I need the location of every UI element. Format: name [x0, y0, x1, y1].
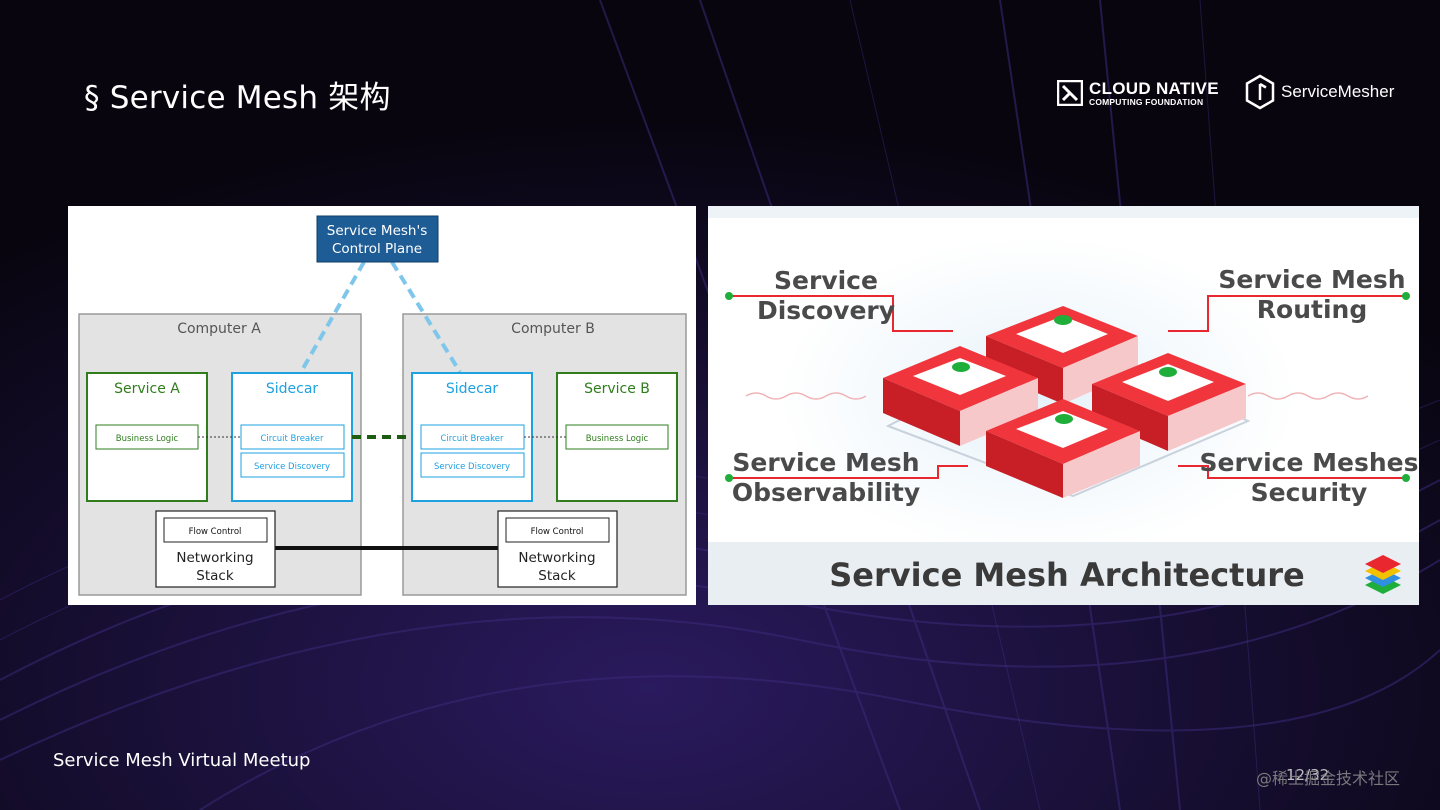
control-plane-line2: Control Plane: [332, 241, 422, 257]
service-discovery-b-box: [420, 452, 525, 478]
service-mesh-architecture-illustration: Service Discovery Service Mesh Routing S…: [708, 206, 1419, 605]
observability-line2: Observability: [732, 478, 920, 507]
page-number: 12/32: [1286, 766, 1330, 784]
business-logic-b-box: [565, 424, 669, 450]
circuit-breaker-b-label: Circuit Breaker: [441, 434, 504, 444]
security-line1: Service Meshes: [1200, 448, 1419, 477]
circuit-breaker-a-label: Circuit Breaker: [261, 434, 324, 444]
cncf-line1: CLOUD NATIVE: [1089, 79, 1219, 98]
flow-control-a-label: Flow Control: [189, 527, 242, 537]
business-logic-a-box: [95, 424, 199, 450]
security-line2: Security: [1251, 478, 1368, 507]
routing-line2: Routing: [1257, 295, 1367, 324]
server-left: [883, 346, 1038, 446]
service-b-label: Service B: [584, 381, 650, 397]
stack-b-label: Stack: [538, 568, 576, 584]
discovery-line2: Discovery: [757, 296, 895, 325]
server-bottom: [986, 399, 1140, 498]
business-logic-b-label: Business Logic: [586, 434, 649, 444]
servicemesher-text: ServiceMesher: [1281, 82, 1395, 101]
service-discovery-b-label: Service Discovery: [434, 462, 510, 472]
layers-icon: [1365, 555, 1401, 594]
server-top: [986, 306, 1138, 404]
networking-b-label: Networking: [518, 550, 595, 566]
networking-a-label: Networking: [176, 550, 253, 566]
hexagon-icon: [1245, 74, 1275, 110]
footer-meetup-name: Service Mesh Virtual Meetup: [53, 750, 311, 771]
sidecar-architecture-diagram: Computer A Computer B Service Mesh's Con…: [68, 206, 696, 605]
architecture-caption: Service Mesh Architecture: [829, 556, 1304, 594]
servicemesher-logo: ServiceMesher: [1245, 74, 1394, 110]
computer-b-label: Computer B: [511, 321, 595, 337]
control-link-b: [390, 260, 462, 374]
routing-line1: Service Mesh: [1218, 265, 1405, 294]
service-a-label: Service A: [114, 381, 180, 397]
discovery-line1: Service: [774, 266, 878, 295]
flow-control-b-box: [505, 517, 610, 543]
control-link-a: [299, 261, 366, 373]
flow-control-b-label: Flow Control: [531, 527, 584, 537]
control-plane-box: [316, 215, 439, 263]
stack-a-label: Stack: [196, 568, 234, 584]
sidecar-a-label: Sidecar: [266, 381, 319, 397]
business-logic-a-label: Business Logic: [116, 434, 179, 444]
cncf-logo: CLOUD NATIVE COMPUTING FOUNDATION: [1057, 80, 1219, 107]
slide-title: § Service Mesh 架构: [84, 80, 391, 116]
cncf-mark-icon: [1057, 80, 1083, 107]
cncf-line2: COMPUTING FOUNDATION: [1089, 97, 1204, 107]
control-plane-line1: Service Mesh's: [327, 223, 427, 239]
caption-bar: [708, 542, 1419, 605]
service-discovery-a-label: Service Discovery: [254, 462, 330, 472]
server-right: [1092, 353, 1246, 451]
observability-line1: Service Mesh: [732, 448, 919, 477]
sidecar-b-label: Sidecar: [446, 381, 499, 397]
flow-control-a-box: [163, 517, 268, 543]
circuit-breaker-a-box: [240, 424, 345, 450]
computer-a-label: Computer A: [177, 321, 261, 337]
service-discovery-a-box: [240, 452, 345, 478]
watermark: @稀土掘金技术社区: [1256, 769, 1401, 788]
